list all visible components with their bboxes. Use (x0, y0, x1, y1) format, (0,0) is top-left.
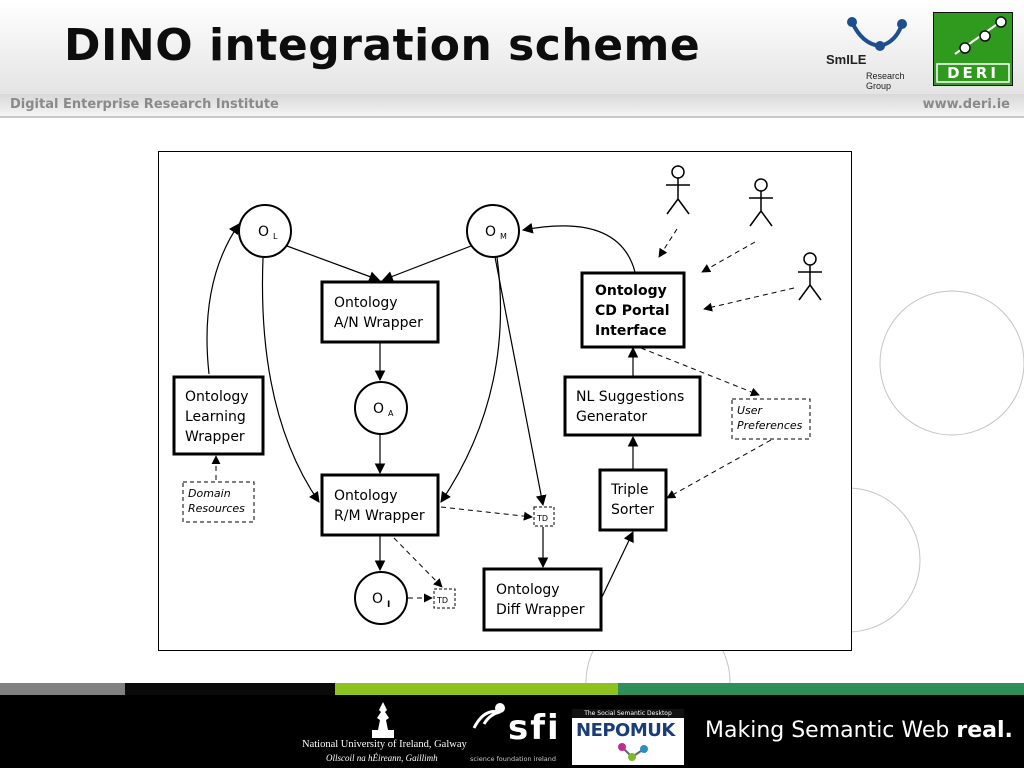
box-user-preferences: User Preferences (731, 398, 811, 440)
svg-text:Ontology: Ontology (334, 295, 398, 311)
footer-bar (0, 695, 1024, 768)
svg-text:Ontology: Ontology (595, 283, 667, 299)
svg-text:Resources: Resources (188, 502, 245, 515)
institute-url[interactable]: www.deri.ie (922, 97, 1010, 112)
svg-text:Diff Wrapper: Diff Wrapper (496, 602, 585, 618)
integration-diagram: O L O M O A O I Ontology A/N Wrapper Ont… (158, 151, 852, 651)
td-box-lower: TD (433, 588, 456, 609)
svg-text:Preferences: Preferences (737, 419, 803, 432)
box-rm-wrapper: Ontology R/M Wrapper (320, 473, 440, 537)
nepomuk-word: NEPOMUK (576, 720, 675, 741)
node-oa: O A (354, 381, 408, 435)
institute-name: Digital Enterprise Research Institute (10, 97, 279, 112)
oa-label: O (373, 401, 384, 417)
box-nl-generator: NL Suggestions Generator (563, 375, 702, 437)
ol-label: O (258, 224, 269, 240)
nepomuk-tagline: The Social Semantic Desktop (572, 709, 684, 718)
svg-text:Ontology: Ontology (185, 389, 249, 405)
deri-logo-text: DERI (947, 64, 999, 82)
svg-text:Triple: Triple (610, 482, 649, 498)
nuig-name: National University of Ireland, Galway (302, 739, 467, 750)
svg-text:TD: TD (536, 514, 548, 523)
sfi-subtitle: science foundation ireland (470, 755, 557, 763)
institute-bar: Digital Enterprise Research Institute ww… (0, 94, 1024, 118)
box-domain-resources: Domain Resources (182, 481, 255, 523)
node-oi: O I (354, 571, 408, 625)
svg-text:A/N Wrapper: A/N Wrapper (334, 315, 423, 331)
sfi-swirl-icon (472, 703, 505, 729)
sfi-logo-text: sfi (508, 708, 561, 748)
footer-stripes (0, 683, 1024, 695)
box-an-wrapper: Ontology A/N Wrapper (320, 280, 440, 344)
node-ol: O L (238, 204, 292, 258)
svg-text:Ontology: Ontology (334, 488, 398, 504)
svg-text:CD Portal: CD Portal (595, 303, 670, 319)
deri-logo: DERI (932, 11, 1014, 87)
tagline-bold: real. (956, 718, 1013, 743)
smile-molecule-icon (847, 17, 907, 51)
svg-text:Ontology: Ontology (496, 582, 560, 598)
svg-text:Domain: Domain (188, 487, 231, 500)
oa-sub: A (388, 409, 394, 418)
footer-tagline: Making Semantic Web real. (705, 718, 1013, 743)
flow-arrows (206, 222, 639, 600)
svg-text:User: User (737, 404, 764, 417)
om-sub: M (500, 232, 507, 241)
user-figure-2-icon (749, 178, 773, 227)
smile-logo: SmILE Research Group (822, 14, 932, 91)
tagline-plain: Making Semantic Web (705, 718, 957, 743)
nuig-crest-icon (372, 702, 394, 738)
nepomuk-logo: The Social Semantic Desktop NEPOMUK (572, 709, 684, 765)
om-label: O (485, 224, 496, 240)
slide-title: DINO integration scheme (64, 20, 701, 71)
svg-text:Generator: Generator (576, 409, 647, 425)
box-diff-wrapper: Ontology Diff Wrapper (482, 567, 603, 632)
node-om: O M (466, 204, 520, 258)
box-learning-wrapper: Ontology Learning Wrapper (172, 375, 265, 456)
svg-text:Interface: Interface (595, 323, 667, 339)
oi-sub: I (387, 600, 390, 610)
smile-group: Research Group (866, 71, 905, 91)
dashed-arrows (211, 228, 795, 603)
oi-label: O (372, 591, 383, 607)
svg-text:NL Suggestions: NL Suggestions (576, 389, 684, 405)
slide-header: DINO integration scheme SmILE Research G… (0, 0, 1024, 94)
box-triple-sorter: Triple Sorter (598, 468, 668, 532)
td-box-upper: TD (533, 506, 555, 527)
box-cd-portal: Ontology CD Portal Interface (580, 271, 686, 349)
nuig-irish-name: Ollscoil na hÉireann, Gaillimh (326, 753, 438, 763)
smile-name: SmILE (826, 52, 867, 67)
svg-text:R/M Wrapper: R/M Wrapper (334, 508, 425, 524)
svg-text:Sorter: Sorter (611, 502, 654, 518)
svg-text:Learning: Learning (185, 409, 246, 425)
svg-text:TD: TD (436, 596, 448, 605)
user-figure-1-icon (666, 165, 690, 215)
svg-text:Wrapper: Wrapper (185, 429, 245, 445)
ol-sub: L (273, 232, 278, 241)
user-figure-3-icon (798, 252, 822, 301)
nepomuk-molecule-icon (618, 743, 648, 761)
